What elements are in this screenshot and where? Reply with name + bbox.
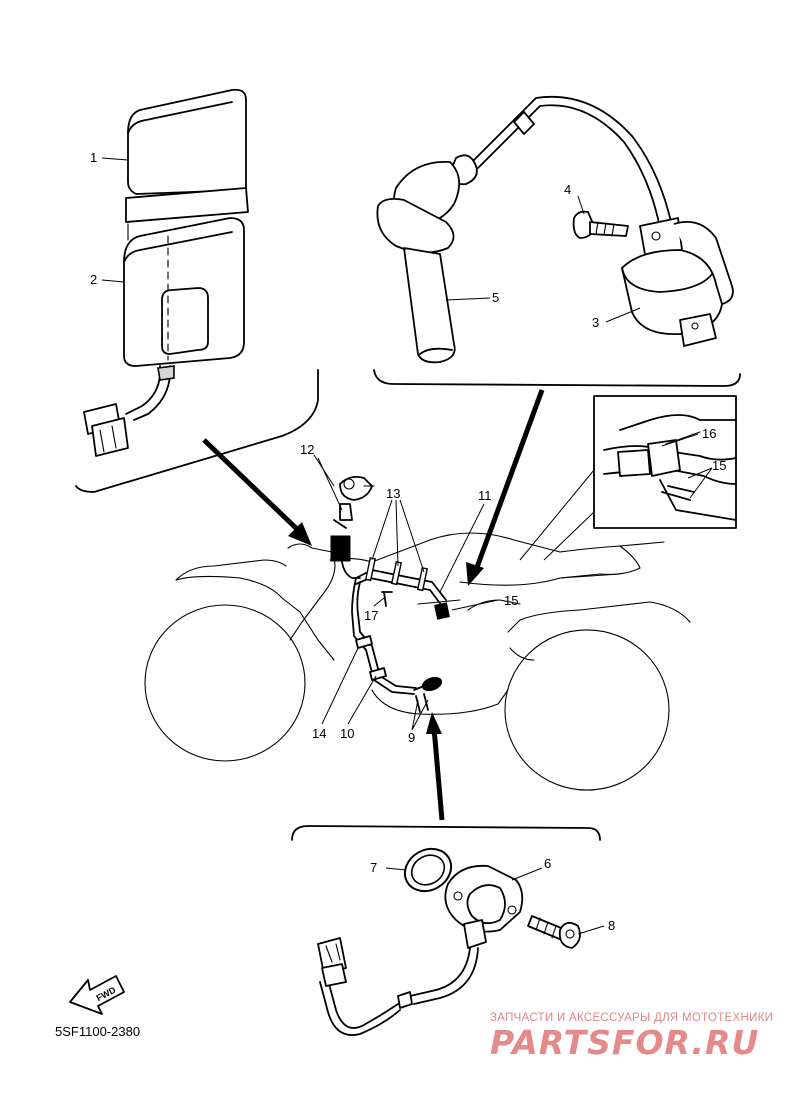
callout-17: 17 bbox=[364, 608, 378, 623]
callout-1: 1 bbox=[90, 150, 97, 165]
part-17-wire-harness[interactable] bbox=[351, 556, 447, 695]
part-15-connector[interactable] bbox=[434, 602, 450, 620]
callout-leaders bbox=[101, 157, 713, 935]
callout-7: 7 bbox=[370, 860, 377, 875]
part-6-neutral-switch[interactable] bbox=[317, 864, 524, 1036]
pointer-arrows bbox=[202, 389, 545, 821]
callout-6: 6 bbox=[544, 856, 551, 871]
callout-5: 5 bbox=[492, 290, 499, 305]
callout-4: 4 bbox=[564, 182, 571, 197]
part-7-o-ring[interactable] bbox=[397, 841, 459, 900]
neutral-switch-group bbox=[291, 825, 601, 1036]
part-14-clamp[interactable] bbox=[355, 635, 373, 649]
part-12-main-switch[interactable] bbox=[330, 475, 375, 579]
callout-10: 10 bbox=[340, 726, 354, 741]
detail-inset bbox=[519, 395, 737, 561]
part-9-sensor[interactable] bbox=[413, 675, 443, 713]
part-5-plug-cap[interactable] bbox=[376, 154, 478, 364]
fwd-indicator: FWD bbox=[69, 975, 125, 1015]
part-1-cdi-cover[interactable] bbox=[125, 88, 249, 241]
motorcycle-outline bbox=[144, 532, 691, 791]
harness-group bbox=[330, 475, 450, 713]
callout-11: 11 bbox=[478, 488, 492, 503]
watermark-brand: PARTSFOR.RU bbox=[490, 1023, 759, 1062]
callout-9: 9 bbox=[408, 730, 415, 745]
ignition-group bbox=[373, 95, 741, 387]
callout-15-inset: 15 bbox=[712, 458, 726, 473]
callout-labels: 1 2 3 4 5 12 13 11 15 17 14 10 9 16 15 7… bbox=[90, 150, 726, 933]
watermark: ЗАПЧАСТИ И АКСЕССУАРЫ ДЛЯ МОТОТЕХНИКИ PA… bbox=[490, 1012, 773, 1062]
callout-3: 3 bbox=[592, 315, 599, 330]
callout-15: 15 bbox=[504, 593, 518, 608]
callout-2: 2 bbox=[90, 272, 97, 287]
callout-14: 14 bbox=[312, 726, 326, 741]
part-8-bolt[interactable] bbox=[527, 915, 581, 949]
cdi-unit-group bbox=[75, 88, 319, 493]
callout-13: 13 bbox=[386, 486, 400, 501]
callout-12: 12 bbox=[300, 442, 314, 457]
part-10-band[interactable] bbox=[369, 667, 387, 681]
callout-8: 8 bbox=[608, 918, 615, 933]
part-3-ignition-coil[interactable] bbox=[621, 217, 734, 347]
callout-16: 16 bbox=[702, 426, 716, 441]
part-4-bolt[interactable] bbox=[572, 210, 629, 239]
diagram-code: 5SF1100-2380 bbox=[55, 1024, 140, 1039]
part-2-cdi-unit[interactable] bbox=[83, 217, 245, 457]
watermark-tagline: ЗАПЧАСТИ И АКСЕССУАРЫ ДЛЯ МОТОТЕХНИКИ bbox=[490, 1012, 773, 1024]
